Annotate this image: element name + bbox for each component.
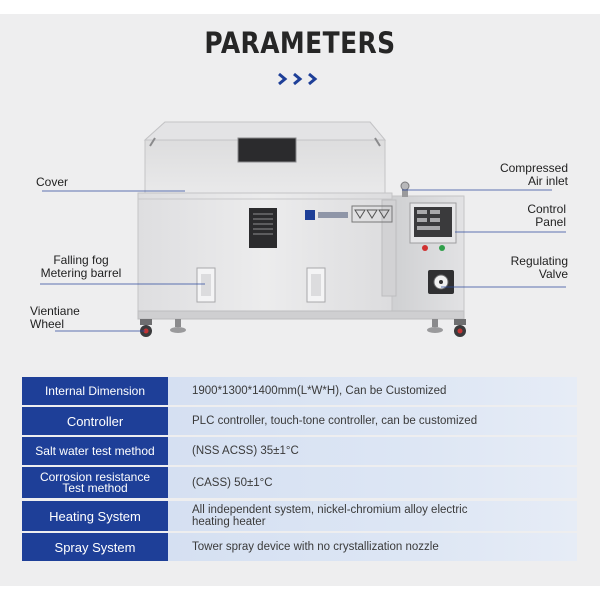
table-row: Internal Dimension 1900*1300*1400mm(L*W*…	[22, 377, 577, 405]
row-value: 1900*1300*1400mm(L*W*H), Can be Customiz…	[168, 377, 577, 405]
cover	[143, 121, 387, 194]
cover-label: Cover	[36, 175, 69, 189]
table-row: Heating System All independent system, n…	[22, 501, 577, 531]
row-key: Spray System	[22, 533, 168, 561]
table-row: Controller PLC controller, touch-tone co…	[22, 407, 577, 435]
page-title: PARAMETERS	[204, 26, 396, 60]
chevron-right-icon	[278, 72, 318, 86]
row-key: Internal Dimension	[22, 377, 168, 405]
table-row: Corrosion resistance Test method (CASS) …	[22, 467, 577, 498]
row-value: Tower spray device with no crystallizati…	[168, 533, 577, 561]
row-key: Corrosion resistance Test method	[22, 467, 168, 498]
row-key: Controller	[22, 407, 168, 435]
table-row: Salt water test method (NSS ACSS) 35±1°C	[22, 437, 577, 465]
row-key: Heating System	[22, 501, 168, 531]
compressed-air-inlet-label: Compressed Air inlet	[499, 161, 568, 188]
vientiane-wheel-label: Vientiane Wheel	[30, 304, 80, 331]
row-value: (CASS) 50±1°C	[168, 467, 577, 498]
salt-spray-chamber-image	[40, 121, 566, 337]
row-key: Salt water test method	[22, 437, 168, 465]
falling-fog-metering-barrel-label: Falling fog Metering barrel	[40, 253, 122, 280]
row-value: (NSS ACSS) 35±1°C	[168, 437, 577, 465]
row-value: PLC controller, touch-tone controller, c…	[168, 407, 577, 435]
regulating-valve-label: Regulating Valve	[510, 254, 568, 281]
row-value: All independent system, nickel-chromium …	[168, 501, 577, 531]
control-panel-label: Control Panel	[527, 202, 566, 229]
table-row: Spray System Tower spray device with no …	[22, 533, 577, 561]
